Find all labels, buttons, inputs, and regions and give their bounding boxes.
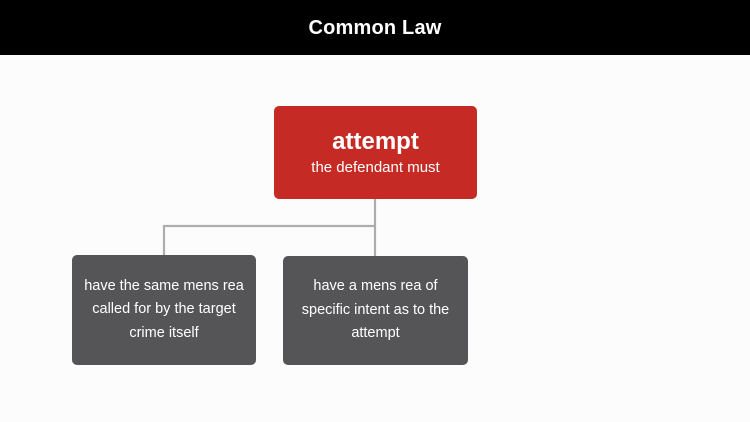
node-child-right-text: have a mens rea of specific intent as to… [301,278,450,342]
node-root-attempt: attempt the defendant must [274,106,477,199]
node-child-right: have a mens rea of specific intent as to… [283,256,468,365]
node-root-subtitle: the defendant must [311,159,440,177]
diagram-canvas: attempt the defendant must have the same… [0,55,750,422]
node-child-left: have the same mens rea called for by the… [72,255,256,365]
node-root-title: attempt [332,127,419,155]
header-bar: Common Law [0,0,750,55]
page-title: Common Law [308,16,442,39]
node-child-left-text: have the same mens rea called for by the… [84,277,244,341]
